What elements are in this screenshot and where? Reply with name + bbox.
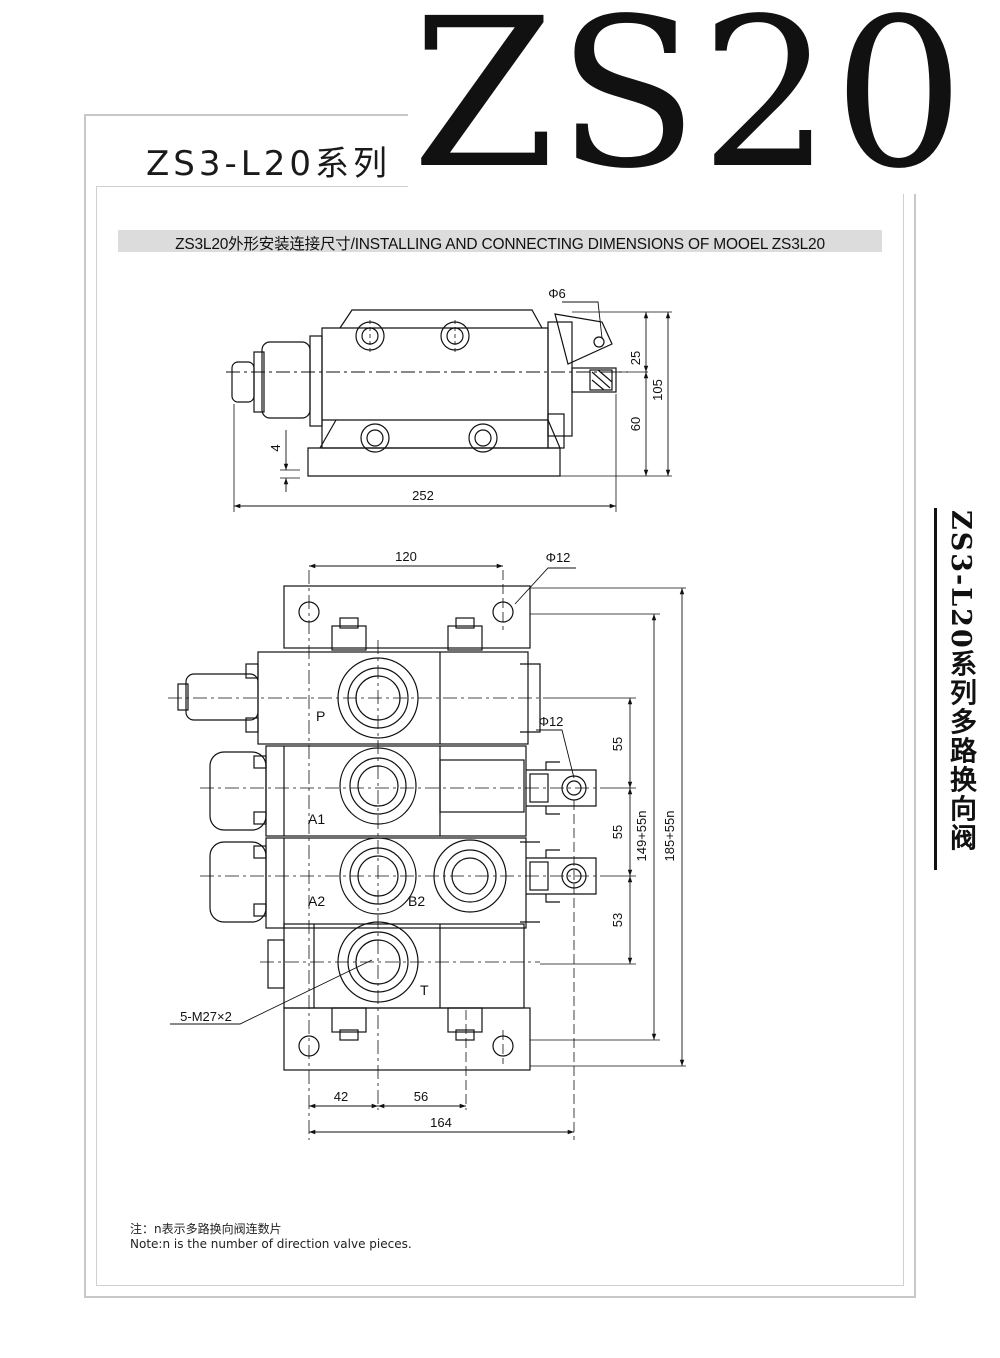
bolt-bottom-right xyxy=(468,423,498,453)
dim-4: 4 xyxy=(268,444,283,451)
series-title: ZS3-L20系列 xyxy=(146,144,391,184)
footnote-en: Note:n is the number of direction valve … xyxy=(130,1237,412,1251)
nut-bottom-right xyxy=(447,1007,483,1033)
port-label-a1: A1 xyxy=(308,811,325,827)
relief-valve xyxy=(185,673,259,721)
dim-252: 252 xyxy=(412,488,434,503)
port-label-p: P xyxy=(316,708,325,724)
base-plate-top xyxy=(307,447,561,477)
footnote-cn: 注：n表示多路换向阀连数片 xyxy=(130,1222,282,1236)
lever-link xyxy=(554,313,613,365)
body-top-rail xyxy=(339,309,543,329)
bottom-mount-plate xyxy=(283,1007,531,1071)
port-label-a2: A2 xyxy=(308,893,325,909)
dim-55-a: 55 xyxy=(610,737,625,751)
cover-cap xyxy=(261,341,311,419)
handle-stem xyxy=(253,351,265,413)
dim-120: 120 xyxy=(395,549,417,564)
dim-thread: 5-M27×2 xyxy=(180,1009,232,1024)
bolt-bottom-left xyxy=(360,423,390,453)
dim-phi12-side: Φ12 xyxy=(539,714,564,729)
dim-42: 42 xyxy=(334,1089,348,1104)
dim-56: 56 xyxy=(414,1089,428,1104)
front-view xyxy=(168,570,600,1140)
section-outlet xyxy=(283,923,525,1009)
right-block xyxy=(547,321,573,437)
spring-cap-a1 xyxy=(209,751,267,831)
dim-53: 53 xyxy=(610,913,625,927)
spring-cap-a2 xyxy=(209,841,267,923)
cover-flange xyxy=(309,335,323,427)
dim-149: 149+55n xyxy=(634,811,649,862)
dim-105: 105 xyxy=(650,379,665,401)
model-heading: ZS20 xyxy=(408,0,971,197)
valve-body-top xyxy=(321,327,549,449)
nut-top-left xyxy=(331,625,367,651)
dim-185: 185+55n xyxy=(662,811,677,862)
footnote: 注：n表示多路换向阀连数片 Note:n is the number of di… xyxy=(130,1222,412,1252)
top-view-dimensions xyxy=(234,301,671,509)
spool-end xyxy=(571,367,617,393)
dim-164: 164 xyxy=(430,1115,452,1130)
nut-top-right xyxy=(447,625,483,651)
port-label-t: T xyxy=(420,982,429,998)
front-view-dimensions xyxy=(170,563,686,1135)
side-title-text: ZS3-L20系列多路换向阀 xyxy=(945,510,976,853)
side-title: ZS3-L20系列多路换向阀 xyxy=(934,508,976,870)
top-mount-plate xyxy=(283,585,531,649)
handle-knob xyxy=(231,361,255,403)
pin-hole xyxy=(593,336,605,348)
nut-bottom-left xyxy=(331,1007,367,1033)
dim-25: 25 xyxy=(628,351,643,365)
dim-55-b: 55 xyxy=(610,825,625,839)
top-view xyxy=(226,309,672,512)
dim-phi6: Φ6 xyxy=(548,286,566,301)
subtitle-text: ZS3L20外形安装连接尺寸/INSTALLING AND CONNECTING… xyxy=(175,236,825,253)
dim-phi12-top: Φ12 xyxy=(546,550,571,565)
port-label-b2: B2 xyxy=(408,893,425,909)
subtitle-bar: ZS3L20外形安装连接尺寸/INSTALLING AND CONNECTING… xyxy=(118,230,882,253)
dim-60: 60 xyxy=(628,417,643,431)
